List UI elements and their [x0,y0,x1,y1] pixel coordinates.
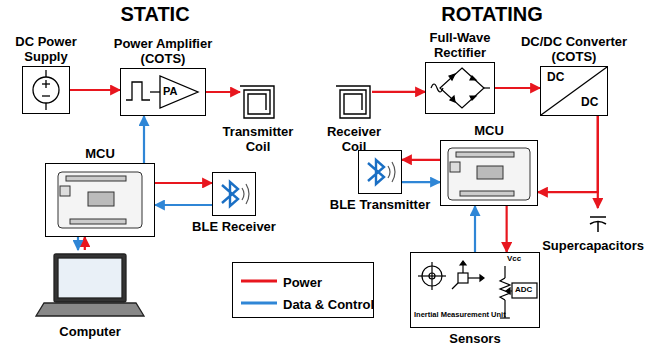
component-box: MCU [440,140,538,206]
legend-text: Power [283,275,322,290]
component-title: MCU [474,123,504,138]
laptop-illustration [36,254,144,316]
power-arrow [506,206,508,252]
converter-input-label: DC [547,71,564,85]
data-arrow [155,204,212,206]
component-box: Power Amplifier (COTS)PA [120,68,206,116]
component-title: Sensors [449,331,500,346]
converter-output-label: DC [581,96,598,110]
amplifier-symbol [126,76,198,108]
component-box: BLE Transmitter [358,150,402,194]
component-box: DC/DC Converter (COTS)DCDC [540,66,608,116]
section-heading: STATIC [120,3,189,25]
data-arrow [474,206,476,252]
component-title: Transmitter Coil [216,124,300,154]
component-title: DC Power Supply [4,34,88,64]
sensor-icons [418,261,537,318]
legend-entry: Data & Control [239,295,330,311]
component-title: MCU [85,146,115,161]
component-title: DC/DC Converter (COTS) [514,34,634,64]
component-icon-area: Transmitter Coil [240,82,276,120]
legend-box: PowerData & Control [232,262,374,318]
power-arrow [402,159,440,161]
power-arrow [70,89,120,91]
power-arrow [206,91,240,93]
power-arrow [372,91,425,93]
adc-label: ADC [515,285,532,294]
power-arrow [155,182,212,184]
component-title: BLE Transmitter [330,197,430,212]
capacitor-symbol [590,217,606,232]
component-box: SensorsInertial Measurement UnitVccADC [410,252,540,328]
component-icon-area: Computer [38,250,142,320]
data-arrow [402,181,440,183]
component-title: Power Amplifier (COTS) [108,36,218,66]
power-arrow [84,237,86,250]
component-title: Supercapacitors [542,238,644,253]
power-arrow [495,87,540,89]
legend-text: Data & Control [283,297,374,312]
component-box: Full-Wave Rectifier [425,62,495,114]
component-title: BLE Receiver [192,219,276,234]
component-title: Computer [59,324,120,339]
converter-divider [541,67,607,115]
amplifier-label: PA [163,85,177,98]
dc-source-symbol [33,70,59,110]
component-icon-area: Supercapacitors [590,208,606,234]
bridge-rectifier-symbol [431,68,490,108]
component-box: DC Power Supply [22,66,70,114]
legend-line-sample [239,295,279,311]
legend-entry: Power [239,273,278,289]
legend-line-sample [239,273,279,289]
component-box: MCU [45,163,155,237]
component-box: BLE Receiver [212,172,256,216]
sensor-caption: Inertial Measurement Unit [414,311,506,320]
component-title: Full-Wave Rectifier [415,30,505,60]
data-arrow [77,237,79,250]
coil-symbol [240,86,370,118]
supply-label: Vcc [507,254,521,263]
microcontroller-board [58,148,530,228]
power-arrow [597,116,599,208]
component-icon-area: Receiver Coil [336,82,372,120]
data-arrow [143,116,145,163]
power-arrow [538,116,598,192]
section-heading: ROTATING [441,3,542,25]
